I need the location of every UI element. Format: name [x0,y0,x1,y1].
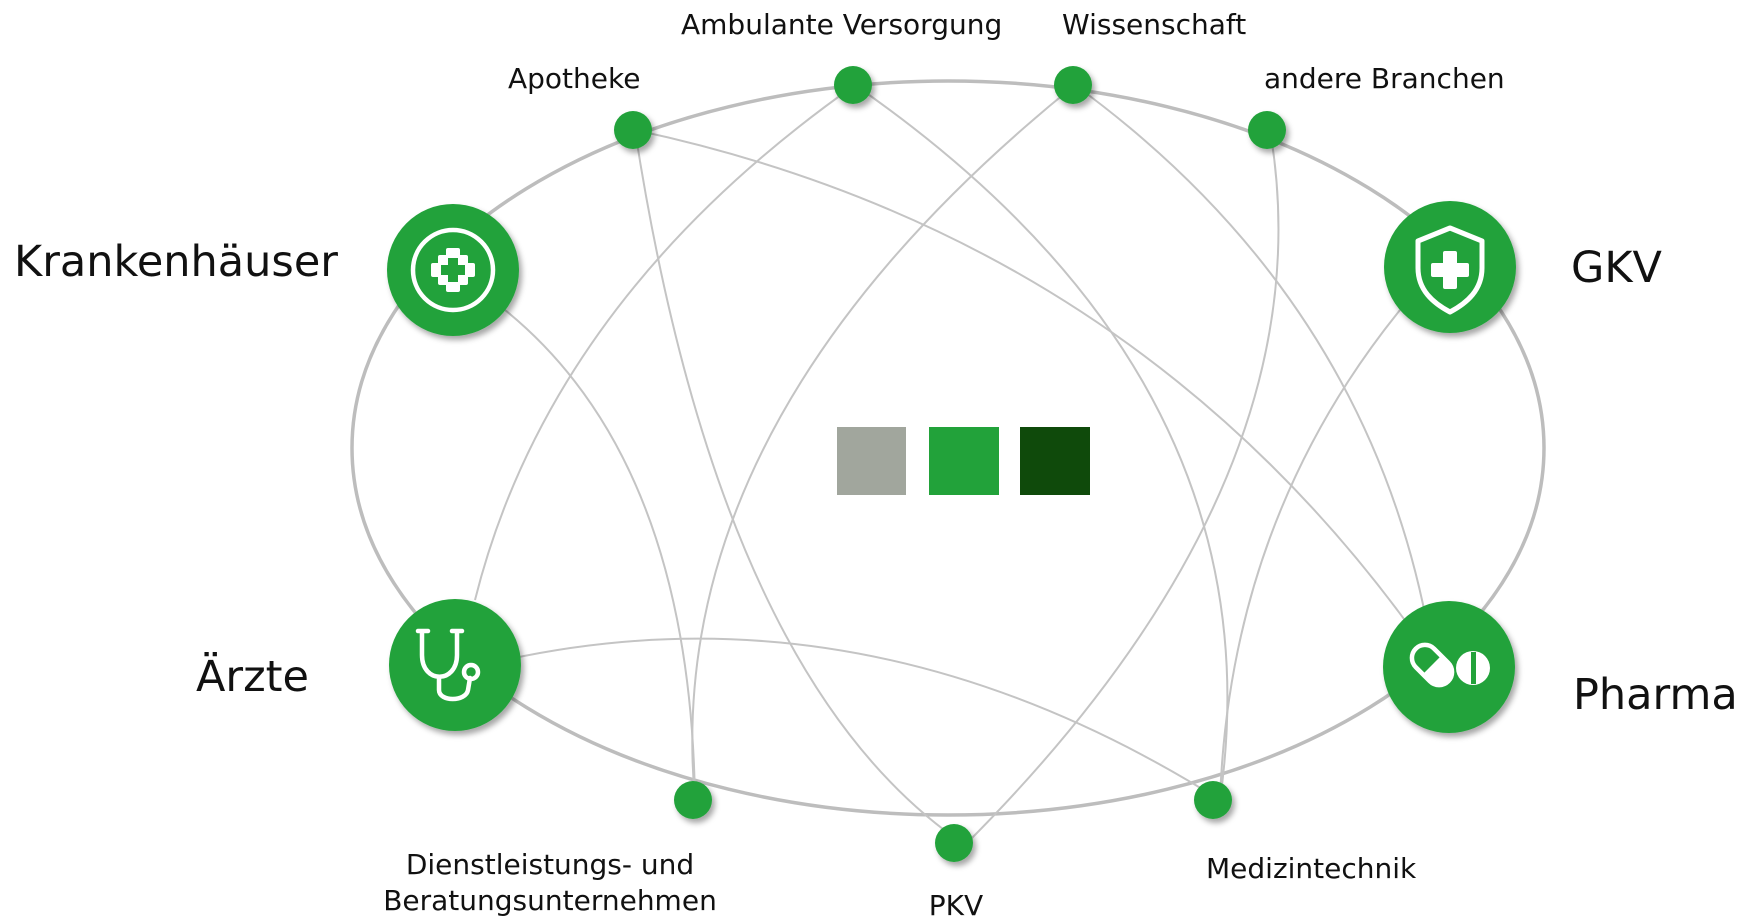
major-node-aerzte [389,599,521,731]
node-apotheke [614,111,652,149]
label-aerzte: Ärzte [196,652,309,702]
label-dienstleistung: Dienstleistungs- und Beratungsunternehme… [383,847,717,919]
label-gkv: GKV [1571,243,1662,293]
node-medizintechnik [1194,781,1232,819]
connection-line [1219,309,1401,801]
label-krankenhaeuser: Krankenhäuser [14,237,338,287]
label-dienstleistung-line1: Dienstleistungs- und [405,848,695,881]
node-andere-branchen [1248,111,1286,149]
swatch-dark-green [1020,427,1090,495]
connection-line [504,637,1221,801]
label-wissenschaft: Wissenschaft [1062,8,1247,41]
label-dienstleistung-line2: Beratungsunternehmen [383,884,717,917]
label-pharma: Pharma [1573,670,1738,720]
outer-ring [350,79,1546,817]
swatch-gray [837,427,906,495]
node-wissenschaft [1054,66,1092,104]
label-pkv: PKV [928,889,984,922]
node-pkv [935,824,973,862]
major-node-krankenhaeuser [387,204,519,336]
connection-line [504,309,696,801]
node-dienstleistung [674,781,712,819]
connection-line [854,84,1229,801]
pills-icon [1409,642,1490,688]
label-ambulante-versorgung: Ambulante Versorgung [681,8,1003,41]
node-ambulante-versorgung [834,66,872,104]
connection-line [1074,84,1431,641]
label-medizintechnik: Medizintechnik [1206,852,1417,885]
major-node-pharma [1383,601,1515,733]
swatch-green [929,427,999,495]
connection-line [634,129,1441,671]
major-node-gkv [1384,201,1516,333]
color-swatches [837,427,1090,495]
cross-circle-icon [410,227,496,313]
label-andere-branchen: andere Branchen [1264,62,1505,95]
stethoscope-icon [415,628,481,702]
connection-line [474,84,856,601]
connection-line [634,129,966,846]
label-apotheke: Apotheke [508,62,641,95]
minor-nodes [614,66,1286,862]
shield-cross-icon [1415,225,1485,315]
connection-line [964,129,1280,846]
connection-line [691,84,1076,801]
connections [474,84,1441,846]
